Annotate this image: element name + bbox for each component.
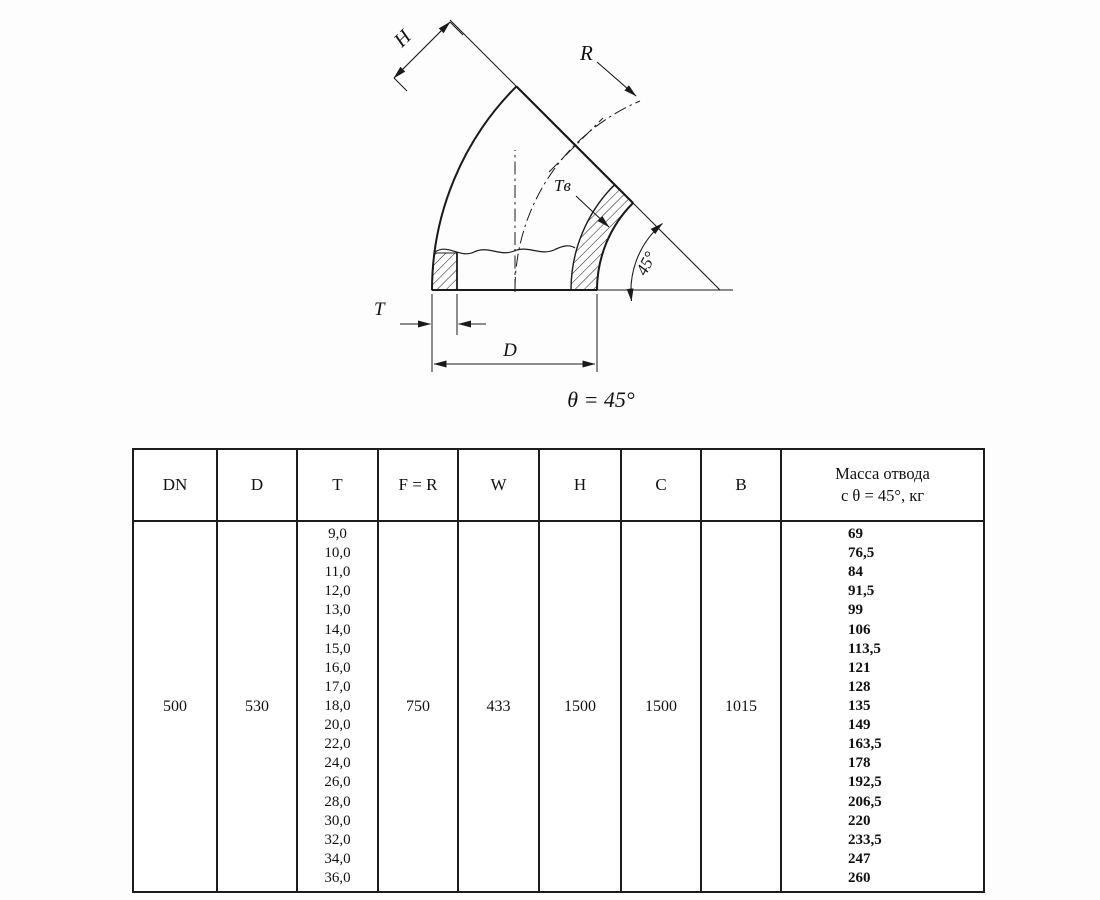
mass-value: 128 xyxy=(848,678,871,695)
mass-value: 69 xyxy=(848,526,863,543)
header-cell-w: W xyxy=(459,450,540,520)
t-value: 14,0 xyxy=(324,621,351,638)
label-d: D xyxy=(502,340,517,361)
t-value: 9,0 xyxy=(328,526,347,543)
t-value: 11,0 xyxy=(324,564,351,581)
elbow-drawing: H R Tв 45° T D θ = 45° xyxy=(374,19,733,412)
mass-value: 247 xyxy=(848,850,871,867)
spec-table: DN D T F = R W H C B Масса отвода с θ = … xyxy=(132,448,985,893)
label-r: R xyxy=(579,41,593,65)
t-value: 20,0 xyxy=(324,717,351,734)
inclined-face-line xyxy=(515,85,634,204)
dim-t: T xyxy=(374,294,486,372)
body-cell-w: 433 xyxy=(459,522,540,891)
t-value: 26,0 xyxy=(324,774,351,791)
header-cell-c: C xyxy=(622,450,702,520)
t-value: 30,0 xyxy=(324,812,351,829)
centerline-inclined-axis xyxy=(548,117,604,173)
t-value: 24,0 xyxy=(324,755,351,772)
t-value: 15,0 xyxy=(324,640,351,657)
mass-header-line1: Масса отвода xyxy=(835,463,930,483)
hatch-left-wall xyxy=(431,252,458,291)
body-cell-c: 1500 xyxy=(622,522,702,891)
mass-value: 113,5 xyxy=(848,640,881,657)
centerline-arc xyxy=(514,100,641,291)
label-tb: Tв xyxy=(554,176,571,195)
mass-value: 163,5 xyxy=(848,736,882,753)
t-value: 22,0 xyxy=(324,736,351,753)
t-value: 34,0 xyxy=(324,850,351,867)
t-value: 12,0 xyxy=(324,583,351,600)
mass-header-line2: с θ = 45°, кг xyxy=(840,486,925,505)
mass-value: 178 xyxy=(848,755,871,772)
header-cell-mass: Масса отвода с θ = 45°, кг xyxy=(782,450,983,520)
header-cell-d: D xyxy=(218,450,298,520)
header-cell-fr: F = R xyxy=(379,450,459,520)
label-angle: 45° xyxy=(632,248,660,278)
t-value: 18,0 xyxy=(324,698,351,715)
t-value: 28,0 xyxy=(324,793,351,810)
mass-value: 76,5 xyxy=(848,545,875,562)
theta-caption: θ = 45° xyxy=(567,387,635,412)
mass-value: 135 xyxy=(848,698,871,715)
body-cell-d: 530 xyxy=(218,522,298,891)
mass-value: 206,5 xyxy=(848,793,882,810)
table-body-row: 500 530 9,0 10,0 11,0 12,0 13,0 14,0 15,0 16,0 1… xyxy=(134,522,983,891)
t-value: 36,0 xyxy=(324,870,351,887)
table-header-row: DN D T F = R W H C B Масса отвода с θ = … xyxy=(134,450,983,522)
body-cell-dn: 500 xyxy=(134,522,218,891)
mass-value: 220 xyxy=(848,812,871,829)
mass-value: 99 xyxy=(848,602,863,619)
inner-arc xyxy=(595,202,634,291)
leader-r: R xyxy=(579,41,637,97)
body-cell-b: 1015 xyxy=(702,522,782,891)
mass-value: 233,5 xyxy=(848,831,882,848)
header-cell-dn: DN xyxy=(134,450,218,520)
wavy-break-line xyxy=(434,245,576,255)
t-value: 32,0 xyxy=(324,831,351,848)
header-cell-t: T xyxy=(298,450,379,520)
mass-value: 91,5 xyxy=(848,583,875,600)
t-values-list: 9,0 10,0 11,0 12,0 13,0 14,0 15,0 16,0 17,0 18,0 2… xyxy=(298,522,379,891)
mass-value: 84 xyxy=(848,564,863,581)
body-cell-h: 1500 xyxy=(540,522,622,891)
mass-value: 260 xyxy=(848,870,871,887)
leader-tb: Tв xyxy=(554,176,610,228)
header-cell-b: B xyxy=(702,450,782,520)
angle-arc: 45° xyxy=(626,223,663,302)
mass-value: 192,5 xyxy=(848,774,882,791)
t-value: 17,0 xyxy=(324,678,351,695)
header-cell-h: H xyxy=(540,450,622,520)
t-value: 10,0 xyxy=(324,545,351,562)
label-t: T xyxy=(374,299,386,320)
label-h: H xyxy=(389,25,417,53)
dim-d: D xyxy=(433,294,598,372)
mass-value: 121 xyxy=(848,659,871,676)
body-cell-fr: 750 xyxy=(379,522,459,891)
dim-h: H xyxy=(389,21,464,92)
mass-values-list: 69 76,5 84 91,5 99 106 113,5 121 128 135 149 163,5 1… xyxy=(782,522,983,891)
t-value: 16,0 xyxy=(324,659,351,676)
mass-value: 149 xyxy=(848,717,871,734)
outer-arc xyxy=(431,85,518,291)
t-value: 13,0 xyxy=(324,602,351,619)
mass-value: 106 xyxy=(848,621,871,638)
